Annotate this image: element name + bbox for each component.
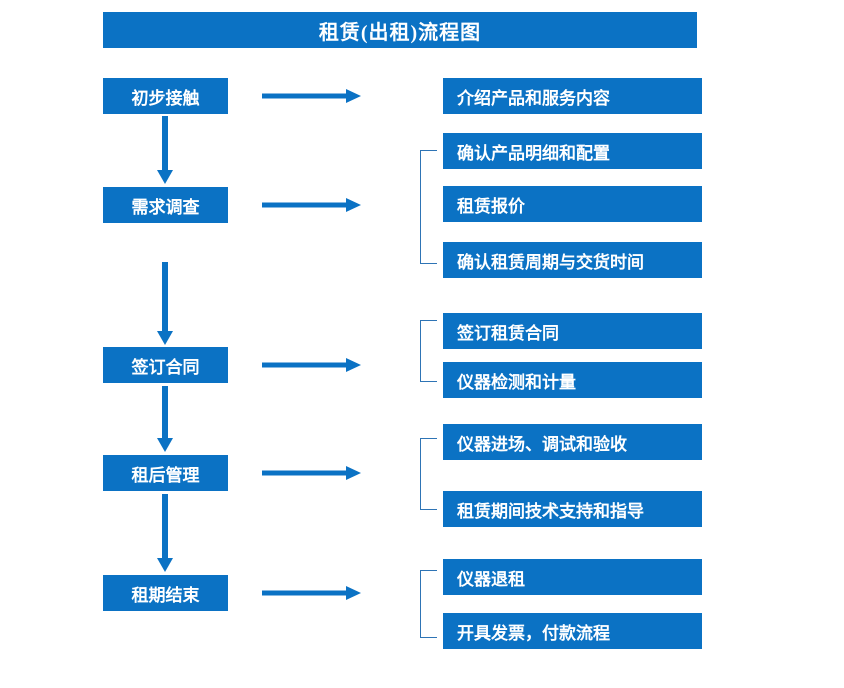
flow-arrow-down-1 — [156, 116, 174, 186]
detail-node-2[interactable]: 确认产品明细和配置 — [443, 133, 702, 169]
flow-arrow-right-1 — [262, 87, 362, 105]
detail-node-8[interactable]: 租赁期间技术支持和指导 — [443, 491, 702, 527]
stage-node-3[interactable]: 签订合同 — [103, 347, 228, 383]
stage-node-2[interactable]: 需求调查 — [103, 187, 228, 223]
stage-node-1[interactable]: 初步接触 — [103, 78, 228, 114]
group-bracket-3 — [420, 320, 437, 382]
stage-node-4[interactable]: 租后管理 — [103, 455, 228, 491]
detail-node-6[interactable]: 仪器检测和计量 — [443, 362, 702, 398]
flow-arrow-down-3 — [156, 386, 174, 454]
stage-node-5[interactable]: 租期结束 — [103, 575, 228, 611]
detail-node-10[interactable]: 开具发票，付款流程 — [443, 613, 702, 649]
flow-arrow-right-2 — [262, 196, 362, 214]
group-bracket-4 — [420, 438, 437, 510]
detail-node-7[interactable]: 仪器进场、调试和验收 — [443, 424, 702, 460]
flow-arrow-down-2 — [156, 262, 174, 347]
chart-title: 租赁(出租)流程图 — [103, 12, 697, 48]
group-bracket-2 — [420, 150, 437, 264]
flow-arrow-right-4 — [262, 464, 362, 482]
detail-node-1[interactable]: 介绍产品和服务内容 — [443, 78, 702, 114]
group-bracket-5 — [420, 570, 437, 638]
flow-arrow-right-3 — [262, 356, 362, 374]
flow-arrow-right-5 — [262, 584, 362, 602]
flow-arrow-down-4 — [156, 494, 174, 574]
detail-node-9[interactable]: 仪器退租 — [443, 559, 702, 595]
detail-node-5[interactable]: 签订租赁合同 — [443, 313, 702, 349]
detail-node-3[interactable]: 租赁报价 — [443, 186, 702, 222]
detail-node-4[interactable]: 确认租赁周期与交货时间 — [443, 242, 702, 278]
